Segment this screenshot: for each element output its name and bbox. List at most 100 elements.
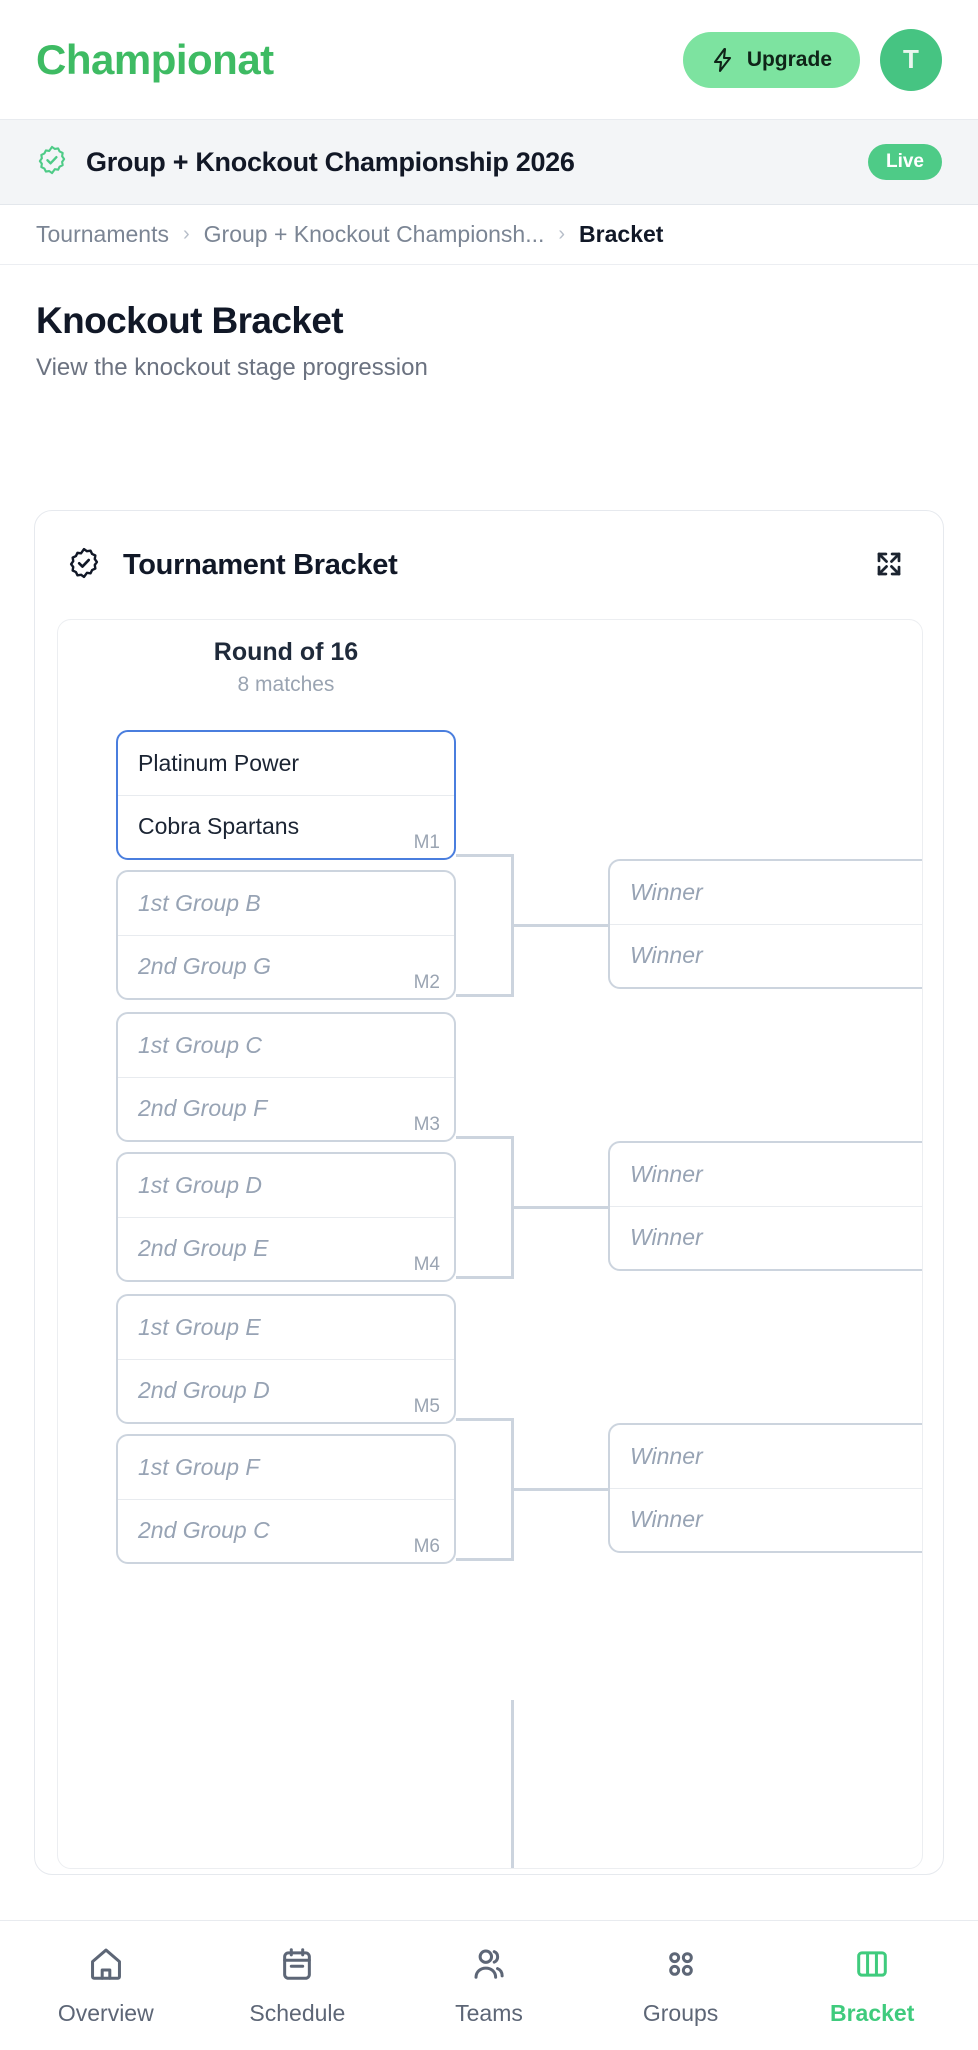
nav-label: Groups — [642, 1999, 719, 2026]
match-slot-bottom: Winner — [610, 1489, 922, 1552]
bracket-connector — [456, 1418, 514, 1421]
breadcrumb: Tournaments › Group + Knockout Champions… — [0, 205, 978, 265]
page-heading: Knockout Bracket View the knockout stage… — [36, 300, 916, 382]
team-name: Cobra Spartans — [138, 813, 300, 840]
tournament-bracket-card: Tournament Bracket Round of 16 8 matches — [34, 510, 944, 1875]
nav-item-schedule[interactable]: Schedule — [222, 1945, 372, 2027]
bracket-connector — [511, 924, 609, 927]
team-placeholder: Winner — [630, 1442, 703, 1469]
header-actions: Upgrade T — [682, 28, 942, 91]
team-name: Platinum Power — [138, 749, 300, 776]
match-card[interactable]: Winner Winner — [608, 1423, 922, 1553]
bracket-connector — [456, 1276, 514, 1279]
users-icon — [470, 1945, 508, 1988]
match-code: M5 — [413, 1396, 440, 1417]
match-slot-top: Winner — [610, 1143, 922, 1207]
round-header-round-of-16: Round of 16 8 matches — [116, 638, 456, 697]
team-placeholder: Winner — [630, 1506, 703, 1533]
grid-icon — [662, 1945, 700, 1988]
bracket-connector — [456, 994, 514, 997]
match-code: M1 — [413, 832, 440, 853]
match-slot-bottom: 2nd Group E M4 — [118, 1218, 454, 1281]
bracket-connector — [511, 1206, 609, 1209]
team-placeholder: Winner — [630, 1224, 703, 1251]
nav-label: Overview — [57, 1999, 154, 2026]
bracket-card-header: Tournament Bracket — [35, 511, 943, 619]
match-card[interactable]: 1st Group D 2nd Group E M4 — [116, 1152, 456, 1282]
match-slot-bottom: Winner — [610, 1207, 922, 1270]
match-code: M6 — [413, 1536, 440, 1557]
upgrade-button[interactable]: Upgrade — [682, 31, 860, 88]
breadcrumb-item-bracket: Bracket — [579, 221, 664, 247]
match-slot-top: 1st Group C — [118, 1014, 454, 1078]
match-slot-top: 1st Group E — [118, 1296, 454, 1360]
team-placeholder: 1st Group C — [138, 1031, 262, 1058]
team-placeholder: 2nd Group E — [138, 1235, 269, 1262]
home-icon — [87, 1945, 125, 1988]
match-card[interactable]: 1st Group F 2nd Group C M6 — [116, 1434, 456, 1564]
nav-item-bracket[interactable]: Bracket — [797, 1945, 947, 2027]
team-placeholder: 1st Group E — [138, 1313, 261, 1340]
chevron-right-icon: › — [182, 223, 190, 245]
status-badge: Live — [867, 144, 942, 180]
tournament-name: Group + Knockout Championship 2026 — [86, 146, 575, 177]
match-slot-bottom: 2nd Group C M6 — [118, 1500, 454, 1563]
bracket-connector — [456, 854, 514, 857]
nav-item-groups[interactable]: Groups — [606, 1945, 756, 2027]
match-slot-bottom: 2nd Group F M3 — [118, 1078, 454, 1141]
round-title: Round of 16 — [213, 638, 359, 666]
match-card[interactable]: 1st Group B 2nd Group G M2 — [116, 870, 456, 1000]
page-title: Knockout Bracket — [36, 300, 344, 341]
app-header: Championat Upgrade T — [0, 0, 978, 120]
match-code: M3 — [413, 1114, 440, 1135]
match-slot-bottom: Winner — [610, 925, 922, 988]
match-slot-top: 1st Group B — [118, 872, 454, 936]
calendar-icon — [278, 1945, 316, 1988]
match-card[interactable]: 1st Group E 2nd Group D M5 — [116, 1294, 456, 1424]
bracket-connector — [511, 1700, 514, 1868]
bracket-connector — [456, 1558, 514, 1561]
team-placeholder: 2nd Group G — [138, 953, 271, 980]
app-brand-logo[interactable]: Championat — [36, 35, 274, 83]
nav-label: Bracket — [829, 1999, 915, 2026]
bracket-connector — [511, 1488, 609, 1491]
verified-badge-icon — [67, 546, 101, 585]
upgrade-label: Upgrade — [746, 47, 832, 71]
nav-item-overview[interactable]: Overview — [31, 1945, 181, 2027]
columns-icon — [853, 1945, 891, 1988]
nav-item-teams[interactable]: Teams — [414, 1945, 564, 2027]
match-slot-top: Platinum Power — [118, 732, 454, 796]
match-card[interactable]: 1st Group C 2nd Group F M3 — [116, 1012, 456, 1142]
nav-label: Schedule — [249, 1999, 346, 2026]
bracket-connector — [456, 1136, 514, 1139]
match-slot-top: Winner — [610, 861, 922, 925]
match-card[interactable]: Winner Winner — [608, 1141, 922, 1271]
tournament-context-bar: Group + Knockout Championship 2026 Live — [0, 120, 978, 205]
round-match-count: 8 matches — [237, 673, 335, 696]
team-placeholder: 1st Group F — [138, 1453, 260, 1480]
match-slot-top: 1st Group F — [118, 1436, 454, 1500]
bracket-scroll-viewport[interactable]: Round of 16 8 matches Pl — [57, 619, 923, 1869]
match-slot-bottom: 2nd Group D M5 — [118, 1360, 454, 1423]
match-slot-top: 1st Group D — [118, 1154, 454, 1218]
team-placeholder: 1st Group D — [138, 1171, 262, 1198]
match-code: M4 — [413, 1254, 440, 1275]
bracket-card-title: Tournament Bracket — [123, 548, 398, 581]
match-card[interactable]: Winner Winner — [608, 859, 922, 989]
page-subtitle: View the knockout stage progression — [36, 354, 428, 381]
team-placeholder: 2nd Group D — [138, 1377, 270, 1404]
match-card[interactable]: Platinum Power Cobra Spartans M1 — [116, 730, 456, 860]
team-placeholder: 1st Group B — [138, 889, 261, 916]
bolt-icon — [711, 47, 735, 73]
match-slot-top: Winner — [610, 1425, 922, 1489]
fullscreen-expand-button[interactable] — [867, 543, 911, 587]
team-placeholder: 2nd Group C — [138, 1517, 270, 1544]
bottom-navigation: Overview Schedule Teams — [0, 1920, 978, 2050]
team-placeholder: Winner — [630, 1160, 703, 1187]
avatar[interactable]: T — [880, 28, 942, 91]
breadcrumb-item-championship[interactable]: Group + Knockout Championsh... — [203, 221, 545, 247]
breadcrumb-item-tournaments[interactable]: Tournaments — [36, 221, 169, 247]
match-slot-bottom: 2nd Group G M2 — [118, 936, 454, 999]
chevron-right-icon: › — [558, 223, 566, 245]
verified-badge-icon — [36, 144, 68, 181]
